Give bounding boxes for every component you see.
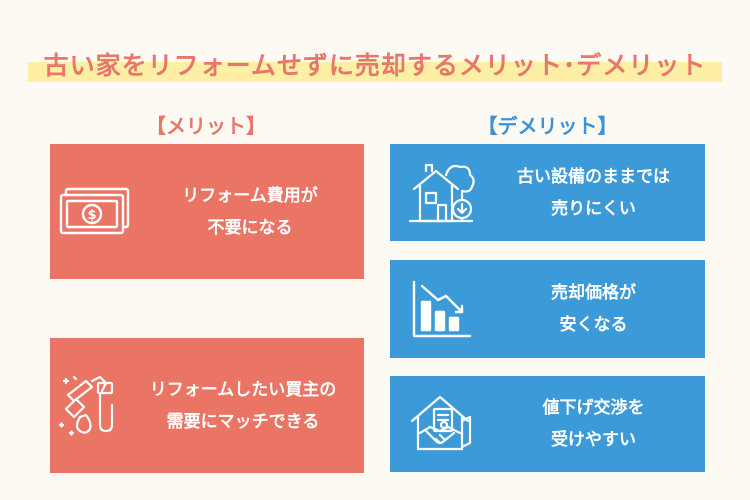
- merit-2-line2: 需要にマッチできる: [166, 411, 320, 432]
- demerit-card-old-equipment: 古い設備のままでは 売りにくい: [390, 144, 705, 241]
- page-title: 古い家をリフォームせずに売却するメリット･デメリット: [43, 51, 707, 80]
- renovation-tools-icon: [52, 370, 122, 442]
- demerit-heading: 【デメリット】: [477, 114, 618, 138]
- merit-card-cost: $ リフォーム費用が 不要になる: [50, 144, 364, 279]
- money-icon: $: [54, 176, 136, 248]
- demerit-card-lower-price: 売却価格が 安くなる: [390, 260, 705, 358]
- title-highlight: [28, 62, 722, 82]
- title-area: 古い家をリフォームせずに売却するメリット･デメリット: [28, 38, 722, 90]
- svg-text:$: $: [87, 208, 96, 223]
- demerit-1-line1: 古い設備のままでは: [517, 166, 670, 187]
- declining-chart-icon: [400, 273, 482, 345]
- merit-2-line1: リフォームしたい買主の: [149, 379, 337, 400]
- demerit-3-line1: 値下げ交渉を: [542, 398, 645, 418]
- demerit-2-line2: 安くなる: [559, 315, 628, 335]
- demerit-3-line2: 受けやすい: [551, 430, 636, 450]
- demerit-card-price-negotiation: 値下げ交渉を 受けやすい: [390, 376, 705, 472]
- merit-card-demand: リフォームしたい買主の 需要にマッチできる: [50, 338, 364, 473]
- demerit-2-line1: 売却価格が: [551, 283, 636, 303]
- merit-1-line2: 不要になる: [207, 217, 293, 238]
- handshake-house-icon: [400, 388, 482, 460]
- demerit-1-line2: 売りにくい: [551, 198, 636, 219]
- old-house-icon: [400, 157, 482, 229]
- merit-1-line1: リフォーム費用が: [182, 185, 318, 206]
- merit-heading: 【メリット】: [146, 114, 266, 138]
